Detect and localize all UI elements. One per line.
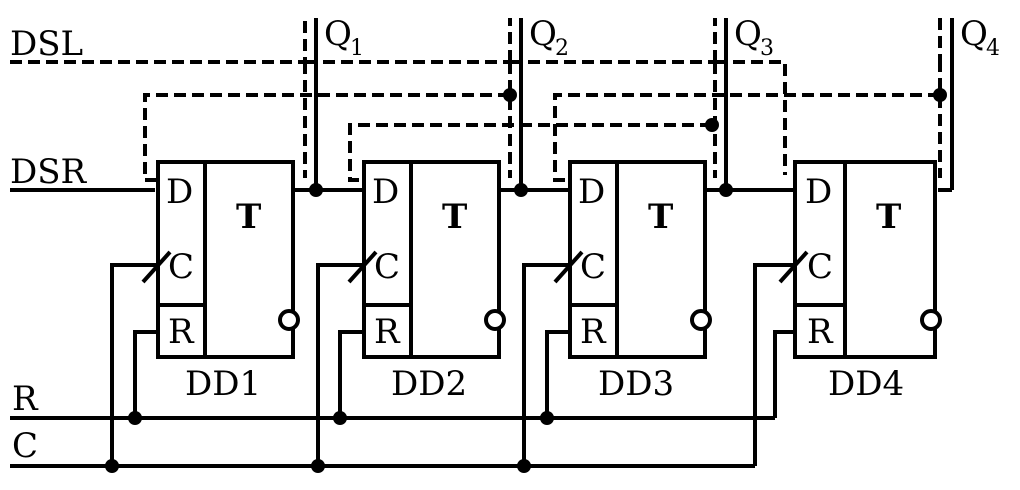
dashed-wiring <box>100 18 942 182</box>
q1-sub: 1 <box>350 36 364 61</box>
dd2-type: T <box>442 197 467 237</box>
q3-main: Q <box>734 14 762 54</box>
dd4-type: T <box>876 197 901 237</box>
flipflop-dd4: D C R T DD4 <box>778 160 942 404</box>
output-label-q2: Q 2 <box>529 14 569 61</box>
dd1-name: DD1 <box>185 364 261 404</box>
dd3-c-pin: C <box>580 247 606 287</box>
input-line-stubs <box>10 60 100 192</box>
dd1-c-pin: C <box>168 247 194 287</box>
dd1-r-pin: R <box>168 312 195 352</box>
dd4-edge-marker <box>778 250 809 284</box>
dd4-d-pin: D <box>805 172 832 212</box>
dd2-edge-marker <box>347 250 378 284</box>
dd2-inverted-output <box>484 309 506 331</box>
dd3-type: T <box>648 197 673 237</box>
flipflop-dd2: D C R T DD2 <box>347 160 506 404</box>
dd3-name: DD3 <box>598 364 674 404</box>
q2-main: Q <box>529 14 557 54</box>
q2-sub: 2 <box>555 36 569 61</box>
output-label-q4: Q 4 <box>960 14 1000 61</box>
dd1-edge-marker <box>141 250 172 284</box>
dd3-r-pin: R <box>580 312 607 352</box>
output-label-q1: Q 1 <box>324 14 364 61</box>
q3-sub: 3 <box>760 36 774 61</box>
dd1-inverted-output <box>278 309 300 331</box>
dd1-type: T <box>236 197 261 237</box>
dd2-c-pin: C <box>374 247 400 287</box>
solid-wiring <box>10 18 954 468</box>
c-label: C <box>12 426 38 466</box>
dd2-d-pin: D <box>372 172 399 212</box>
q4-sub: 4 <box>986 36 1000 61</box>
dd2-r-pin: R <box>374 312 401 352</box>
dd4-name: DD4 <box>828 364 904 404</box>
dd2-name: DD2 <box>391 364 467 404</box>
junction-dots <box>105 88 947 473</box>
flipflop-dd3: D C R T DD3 <box>553 160 712 404</box>
r-label: R <box>12 379 39 419</box>
dd3-edge-marker <box>553 250 584 284</box>
dd3-inverted-output <box>690 309 712 331</box>
output-label-q3: Q 3 <box>734 14 774 61</box>
dd4-inverted-output <box>920 309 942 331</box>
dsl-label: DSL <box>10 24 83 64</box>
dd1-d-pin: D <box>166 172 193 212</box>
dsr-label: DSR <box>10 152 88 192</box>
q1-main: Q <box>324 14 352 54</box>
dd4-c-pin: C <box>807 247 833 287</box>
dd3-d-pin: D <box>578 172 605 212</box>
flipflop-dd1: D C R T DD1 <box>141 160 300 404</box>
dd4-r-pin: R <box>807 312 834 352</box>
q4-main: Q <box>960 14 988 54</box>
